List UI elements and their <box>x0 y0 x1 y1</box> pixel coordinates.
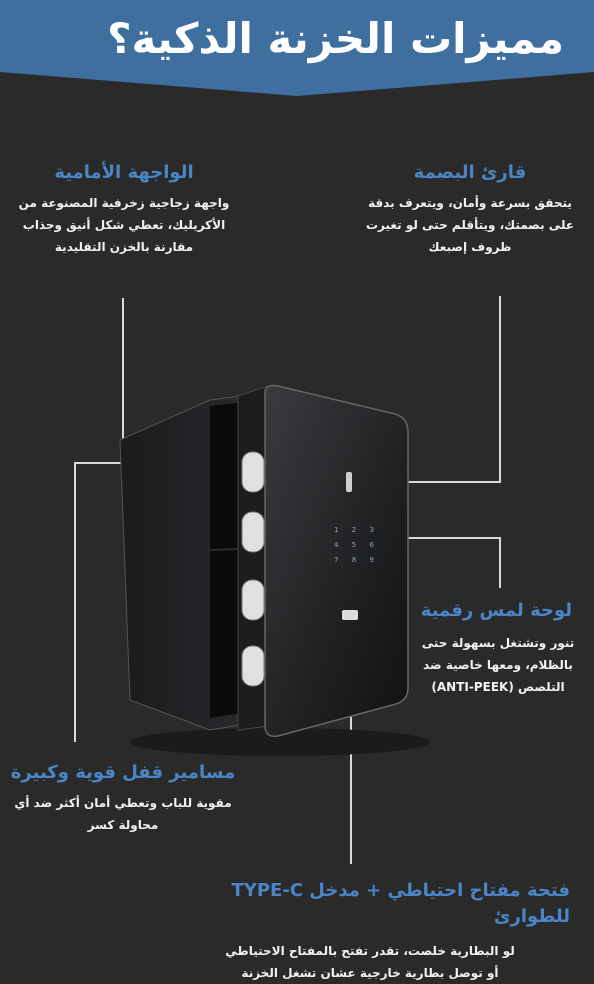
touch-keypad: 1 2 3 4 5 6 7 8 9 <box>334 526 374 564</box>
feature-fingerprint: قارئ البصمة يتحقق بسرعة وأمان، ويتعرف بد… <box>350 160 590 258</box>
feature-line: مقارنة بالخزن التقليدية <box>54 240 194 254</box>
feature-line: لو البطارية خلصت، تقدر تفتح بالمفتاح الا… <box>225 944 515 958</box>
feature-backup-key: فتحة مفتاح احتياطي + مدخل TYPE-C للطوارئ… <box>150 878 590 984</box>
keypad-key[interactable]: 5 <box>351 541 357 549</box>
title-banner <box>0 0 594 96</box>
feature-description: مقوية للباب وتعطي أمان أكثر ضد أي محاولة… <box>0 792 246 836</box>
feature-title: لوحة لمس رقمية <box>420 600 572 621</box>
feature-touchpad: لوحة لمس رقمية تنور وتشتغل بسهولة حتى با… <box>404 598 592 698</box>
feature-line: بالظلام، ومعها خاصية ضد <box>423 658 573 672</box>
feature-description: واجهة زجاجية زخرفية المصنوعة من الأكريلي… <box>4 192 244 258</box>
keypad-row: 1 2 3 <box>334 526 374 534</box>
keypad-key[interactable]: 9 <box>369 556 374 564</box>
keypad-key[interactable]: 4 <box>334 541 339 549</box>
feature-line: الأكريليك، تعطي شكل أنيق وجذاب <box>22 218 226 232</box>
feature-locking-bolts: مسامير قفل قوية وكبيرة مقوية للباب وتعطي… <box>0 760 246 836</box>
feature-title: فتحة مفتاح احتياطي + مدخل TYPE-C للطوارئ <box>231 880 570 927</box>
feature-line: واجهة زجاجية زخرفية المصنوعة من <box>18 196 230 210</box>
keypad-key[interactable]: 2 <box>351 526 357 534</box>
keypad-key[interactable]: 7 <box>334 556 339 564</box>
feature-line: تنور وتشتغل بسهولة حتى <box>421 636 575 650</box>
feature-line: التلصص (ANTI-PEEK) <box>431 680 565 694</box>
feature-description: لو البطارية خلصت، تقدر تفتح بالمفتاح الا… <box>150 940 590 984</box>
keypad-key[interactable]: 3 <box>369 526 374 534</box>
feature-line: محاولة كسر <box>87 818 159 832</box>
keypad-key[interactable]: 6 <box>369 541 374 549</box>
feature-front-panel: الواجهة الأمامية واجهة زجاجية زخرفية الم… <box>4 160 244 258</box>
feature-line: أو توصل بطارية خارجية عشان تشغل الخزنة <box>241 966 499 980</box>
feature-description: يتحقق بسرعة وأمان، ويتعرف بدقة على بصمتك… <box>350 192 590 258</box>
feature-title: قارئ البصمة <box>413 162 527 183</box>
feature-line: يتحقق بسرعة وأمان، ويتعرف بدقة <box>368 196 572 210</box>
keypad-key[interactable]: 1 <box>334 526 339 534</box>
smart-safe-image <box>119 384 430 756</box>
feature-line: ظروف إصبعك <box>428 240 512 254</box>
keypad-row: 7 8 9 <box>334 556 374 564</box>
feature-description: تنور وتشتغل بسهولة حتى بالظلام، ومعها خا… <box>404 632 592 698</box>
keypad-row: 4 5 6 <box>334 541 374 549</box>
feature-title: الواجهة الأمامية <box>54 162 194 183</box>
page-title: مميزات الخزنة الذكية؟ <box>107 14 564 63</box>
feature-title: مسامير قفل قوية وكبيرة <box>10 762 236 783</box>
feature-line: على بصمتك، ويتأقلم حتى لو تغيرت <box>365 218 575 232</box>
keypad-key[interactable]: 8 <box>351 556 357 564</box>
feature-line: مقوية للباب وتعطي أمان أكثر ضد أي <box>14 796 232 810</box>
